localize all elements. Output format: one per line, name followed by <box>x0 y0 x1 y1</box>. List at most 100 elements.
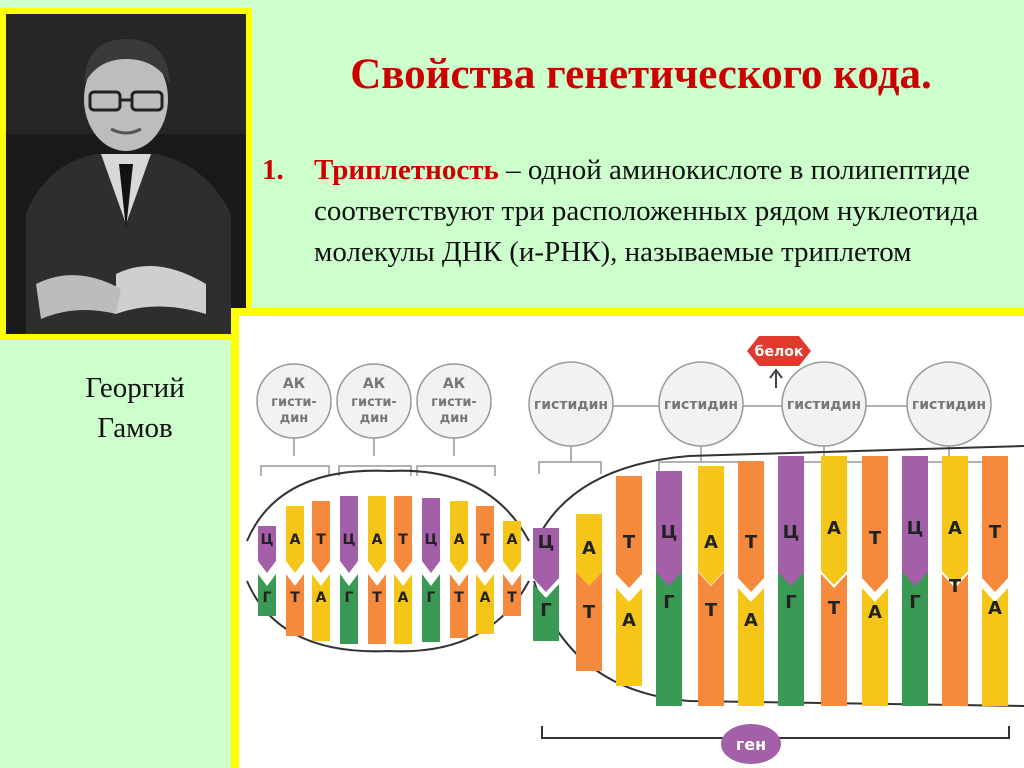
nucleotide-top <box>738 461 764 592</box>
nucleotide-bottom <box>258 574 276 616</box>
amino-acid-label: дин <box>440 411 469 426</box>
amino-acid-label: АК <box>363 376 386 392</box>
portrait-illustration <box>6 14 246 334</box>
amino-acid-label: АК <box>283 376 306 392</box>
protein-arrow-head <box>769 368 783 379</box>
nucleotide-bottom <box>821 574 847 706</box>
nucleotide-top <box>902 456 928 588</box>
nucleotide-letter: А <box>507 532 518 548</box>
nucleotide-top <box>286 506 304 573</box>
helix-outline <box>246 469 530 542</box>
property-number: 1. <box>262 154 284 186</box>
nucleotide-bottom <box>656 572 682 706</box>
nucleotide-top <box>340 496 358 573</box>
property-term: Триплетность <box>314 154 499 186</box>
property-definition: – одной аминокислоте в полипептиде соотв… <box>314 154 979 268</box>
property-item: 1. Триплетность – одной аминокислоте в п… <box>262 150 1002 273</box>
nucleotide-letter: Т <box>869 528 882 549</box>
gene-label: ген <box>736 735 766 754</box>
nucleotide-top <box>982 456 1008 592</box>
amino-acid-label: гистидин <box>912 397 986 413</box>
nucleotide-top <box>576 514 602 586</box>
nucleotide-top <box>503 521 521 573</box>
nucleotide-bottom <box>982 588 1008 706</box>
nucleotide-letter: Г <box>909 592 920 613</box>
nucleotide-top <box>476 506 494 573</box>
caption-last-name: Гамов <box>97 412 173 444</box>
nucleotide-top <box>656 471 682 592</box>
amino-acid-label: АК <box>443 376 466 392</box>
nucleotide-bottom <box>368 574 386 644</box>
nucleotide-letter: А <box>398 590 409 606</box>
nucleotide-top <box>450 501 468 573</box>
nucleotide-letter: А <box>582 538 596 559</box>
nucleotide-top <box>698 466 724 585</box>
nucleotide-letter: Т <box>623 532 636 553</box>
nucleotide-letter: А <box>480 590 491 606</box>
nucleotide-letter: А <box>988 598 1002 619</box>
nucleotide-bottom <box>902 572 928 706</box>
amino-acid-label: гисти- <box>431 395 477 410</box>
amino-acid-label: гисти- <box>351 395 397 410</box>
nucleotide-letter: А <box>316 590 327 606</box>
nucleotide-letter: Ц <box>538 532 555 553</box>
nucleotide-letter: А <box>454 532 465 548</box>
nucleotide-letter: Т <box>290 590 300 606</box>
nucleotide-letter: А <box>868 602 882 623</box>
nucleotide-bottom <box>942 574 968 706</box>
codon-bracket <box>538 461 602 474</box>
nucleotide-letter: Ц <box>425 532 438 548</box>
nucleotide-top <box>616 476 642 588</box>
property-text: Триплетность – одной аминокислоте в поли… <box>314 150 1002 273</box>
nucleotide-letter: Т <box>989 522 1002 543</box>
nucleotide-top <box>533 528 559 592</box>
nucleotide-letter: Г <box>427 590 436 606</box>
nucleotide-top <box>422 498 440 573</box>
nucleotide-top <box>862 456 888 592</box>
nucleotide-bottom <box>312 574 330 641</box>
protein-badge <box>747 336 811 366</box>
nucleotide-bottom <box>862 588 888 706</box>
nucleotide-letter: А <box>290 532 301 548</box>
nucleotide-bottom <box>698 572 724 706</box>
nucleotide-letter: А <box>948 518 962 539</box>
nucleotide-letter: А <box>704 532 718 553</box>
portrait-frame <box>0 8 252 340</box>
nucleotide-letter: Ц <box>661 522 678 543</box>
caption-first-name: Георгий <box>85 372 185 404</box>
codon-bracket <box>416 465 496 476</box>
nucleotide-letter: Т <box>372 590 382 606</box>
nucleotide-top <box>394 496 412 573</box>
nucleotide-letter: Т <box>398 532 408 548</box>
nucleotide-letter: Ц <box>343 532 356 548</box>
amino-acid-label: гисти- <box>271 395 317 410</box>
nucleotide-letter: Ц <box>261 532 274 548</box>
nucleotide-bottom <box>616 588 642 686</box>
nucleotide-bottom <box>738 588 764 706</box>
nucleotide-letter: Г <box>263 590 272 606</box>
nucleotide-letter: Т <box>745 532 758 553</box>
nucleotide-letter: Г <box>785 592 796 613</box>
amino-acid-label: дин <box>280 411 309 426</box>
nucleotide-letter: А <box>744 610 758 631</box>
nucleotide-top <box>821 456 847 585</box>
nucleotide-bottom <box>394 574 412 644</box>
nucleotide-letter: Т <box>507 590 517 606</box>
nucleotide-letter: А <box>372 532 383 548</box>
nucleotide-top <box>942 456 968 585</box>
nucleotide-bottom <box>476 574 494 634</box>
nucleotide-letter: Ц <box>783 522 800 543</box>
amino-acid-label: гистидин <box>664 397 738 413</box>
nucleotide-bottom <box>340 574 358 644</box>
helix-outline <box>246 580 530 653</box>
nucleotide-bottom <box>778 572 804 706</box>
nucleotide-letter: Т <box>316 532 326 548</box>
helix-outline <box>533 445 1024 547</box>
nucleotide-letter: Г <box>345 590 354 606</box>
portrait-photo <box>6 14 246 334</box>
nucleotide-letter: Ц <box>907 518 924 539</box>
nucleotide-bottom <box>533 584 559 641</box>
nucleotide-letter: Г <box>663 592 674 613</box>
